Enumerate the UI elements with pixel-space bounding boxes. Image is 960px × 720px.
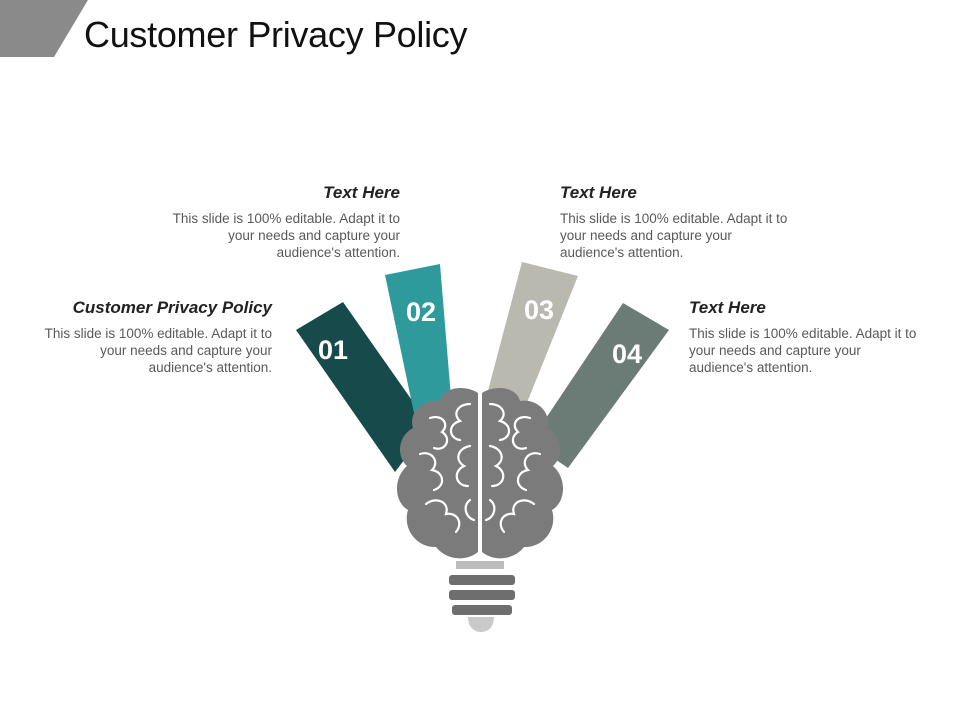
page-title: Customer Privacy Policy (84, 14, 468, 55)
bulb-base-icon (449, 561, 515, 632)
item-01-text: This slide is 100% editable. Adapt it to… (44, 326, 272, 375)
item-03-text: This slide is 100% editable. Adapt it to… (560, 211, 788, 260)
item-02-text: This slide is 100% editable. Adapt it to… (172, 211, 400, 260)
bar-03 (484, 262, 578, 420)
item-03-heading: Text Here (560, 183, 637, 202)
bar-02 (385, 264, 452, 418)
item-02-heading: Text Here (323, 183, 400, 202)
item-01-heading: Customer Privacy Policy (72, 298, 272, 317)
item-04-text: This slide is 100% editable. Adapt it to… (689, 326, 917, 375)
bar-01-number: 01 (318, 335, 348, 365)
item-04-heading: Text Here (689, 298, 766, 317)
bar-03-number: 03 (524, 295, 554, 325)
corner-tab-shape (0, 0, 88, 57)
bar-01 (296, 302, 430, 472)
bar-04 (530, 303, 669, 468)
bar-02-number: 02 (406, 297, 436, 327)
brain-icon (396, 388, 564, 559)
bar-04-number: 04 (612, 339, 642, 369)
